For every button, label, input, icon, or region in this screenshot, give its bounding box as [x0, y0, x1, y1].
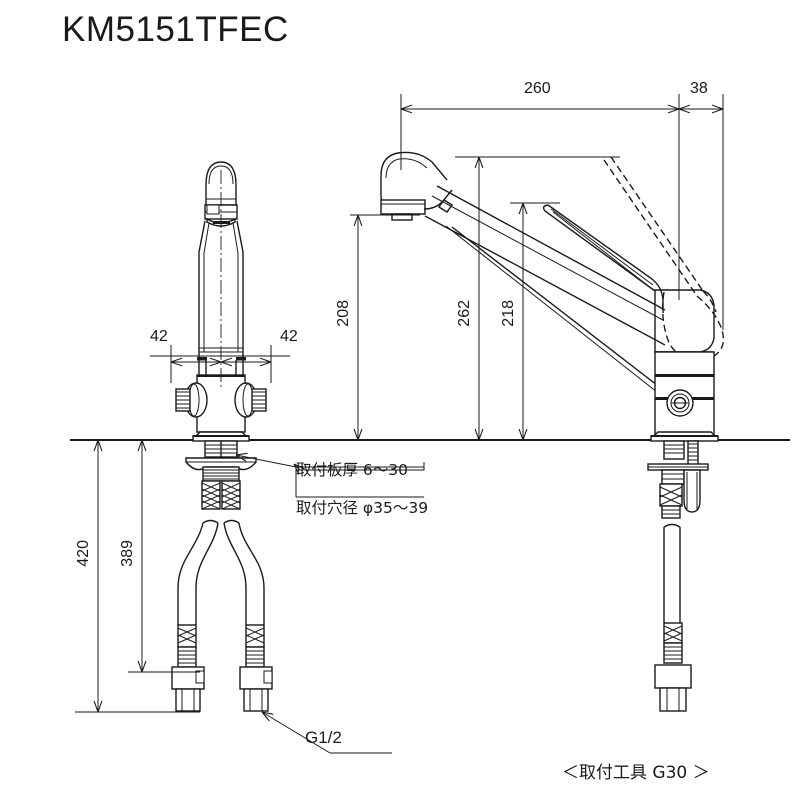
- note-connection-thread: G1/2: [305, 728, 342, 747]
- dimension-lines: [75, 94, 724, 713]
- leader-lines: [236, 455, 425, 754]
- side-view-faucet: [380, 151, 725, 712]
- note-hole-diameter: 取付穴径 φ35〜39: [296, 499, 429, 517]
- dimension-260: 260: [524, 80, 551, 97]
- dimension-218: 218: [500, 300, 517, 327]
- dimension-208: 208: [335, 300, 352, 327]
- dimension-420: 420: [75, 540, 92, 567]
- dimension-42-left: 42: [150, 328, 168, 345]
- page-title: KM5151TFEC: [62, 10, 289, 49]
- note-installation-tool: ＜取付工具 G30 ＞: [562, 763, 710, 783]
- dimension-42-right: 42: [280, 328, 298, 345]
- dimension-389: 389: [119, 540, 136, 567]
- dimension-38: 38: [690, 80, 708, 97]
- note-plate-thickness: 取付板厚 6〜30: [296, 461, 409, 479]
- front-view-faucet: [171, 161, 273, 712]
- dimension-262: 262: [456, 300, 473, 327]
